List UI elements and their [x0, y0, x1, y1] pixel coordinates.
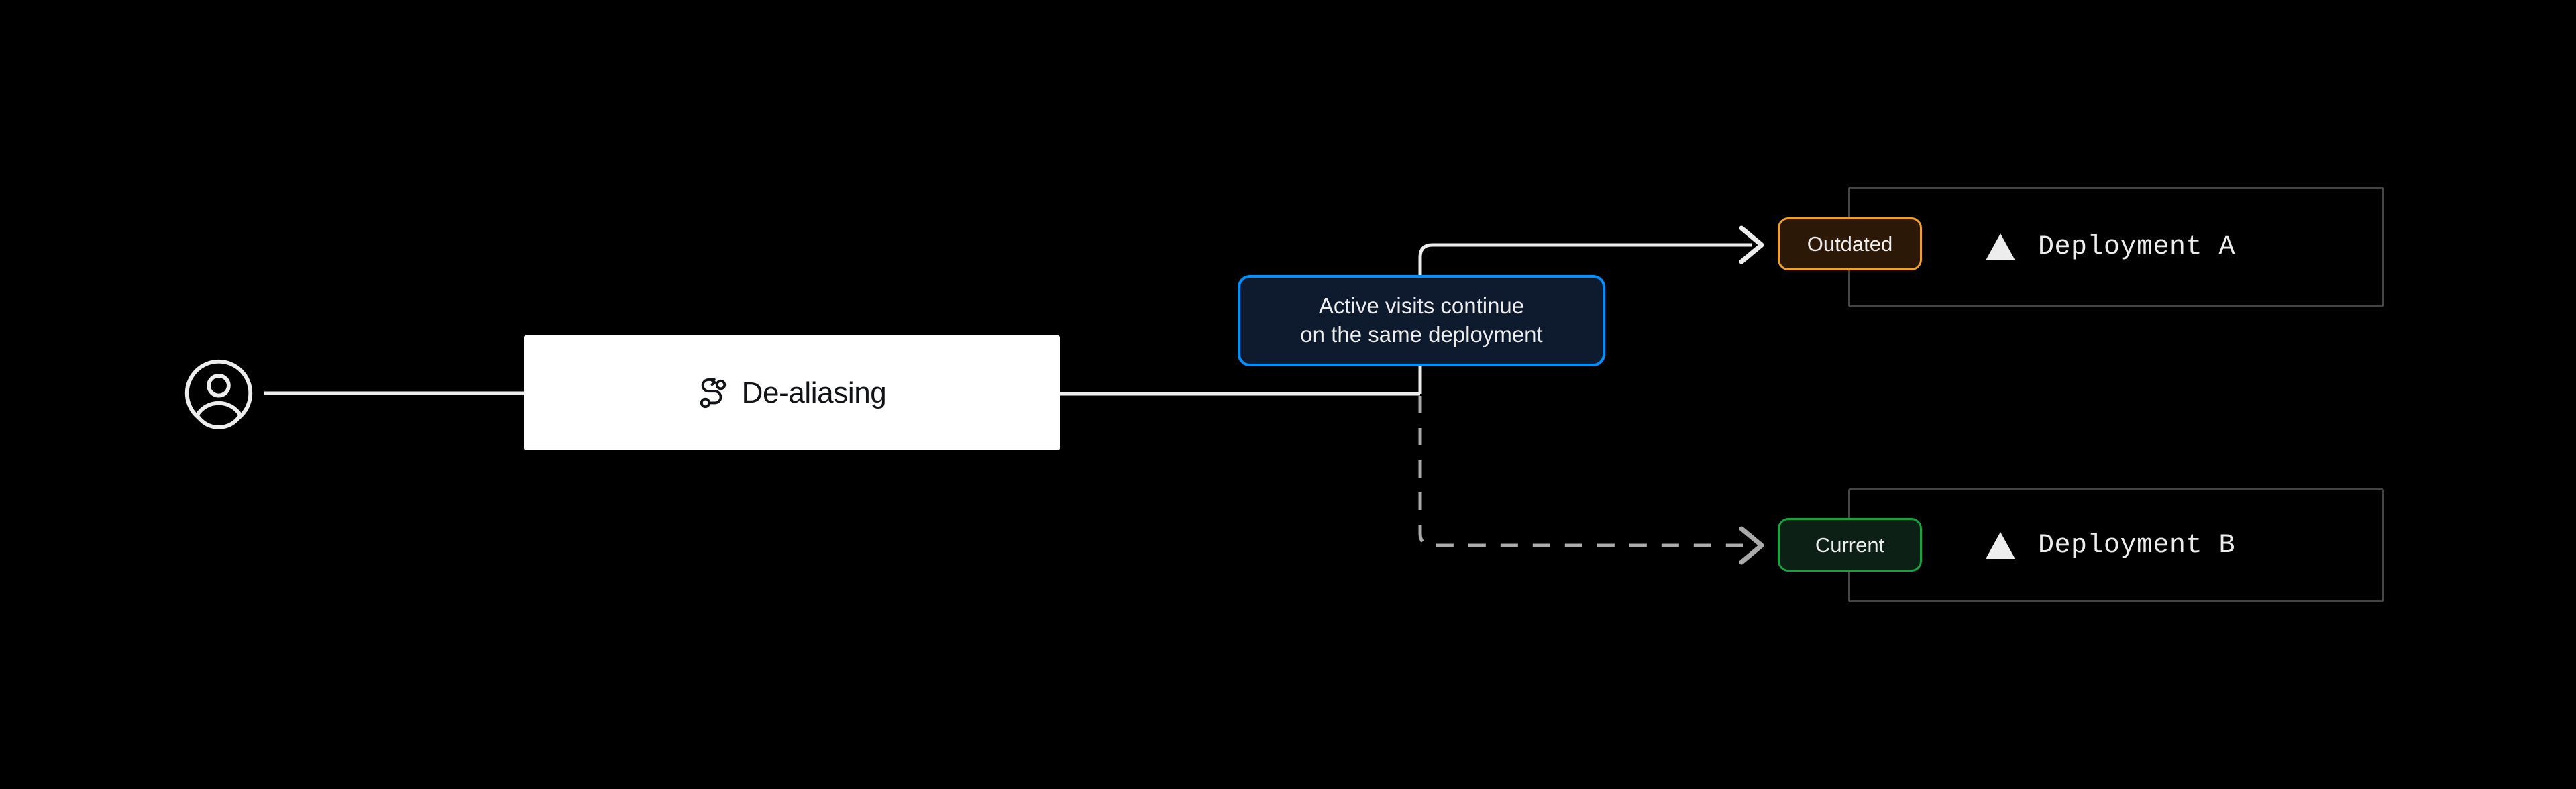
de-aliasing-node[interactable]: De-aliasing [524, 335, 1060, 450]
status-badge-outdated[interactable]: Outdated [1778, 217, 1922, 270]
callout-line-2: on the same deployment [1300, 322, 1543, 347]
deployment-b-label: Deployment B [2038, 530, 2236, 561]
status-badge-outdated-label: Outdated [1807, 232, 1893, 256]
deployment-b-card[interactable]: Deployment B [1848, 488, 2384, 602]
vercel-triangle-icon [1986, 532, 2015, 559]
status-badge-current[interactable]: Current [1778, 518, 1922, 572]
active-visits-callout: Active visits continue on the same deplo… [1238, 275, 1605, 366]
visitor-avatar [182, 357, 255, 429]
vercel-triangle-icon [1986, 233, 2015, 260]
arrowhead-current-icon [1739, 526, 1764, 565]
route-icon [700, 378, 726, 408]
user-circle-icon [184, 359, 253, 429]
deployment-a-card[interactable]: Deployment A [1848, 187, 2384, 307]
de-aliasing-label: De-aliasing [741, 376, 887, 409]
deployment-a-label: Deployment A [2038, 231, 2236, 262]
wire-dashed-to-current [1418, 396, 1752, 547]
callout-line-1: Active visits continue [1318, 293, 1525, 319]
arrowhead-outdated-icon [1739, 225, 1764, 264]
status-badge-current-label: Current [1815, 533, 1885, 557]
